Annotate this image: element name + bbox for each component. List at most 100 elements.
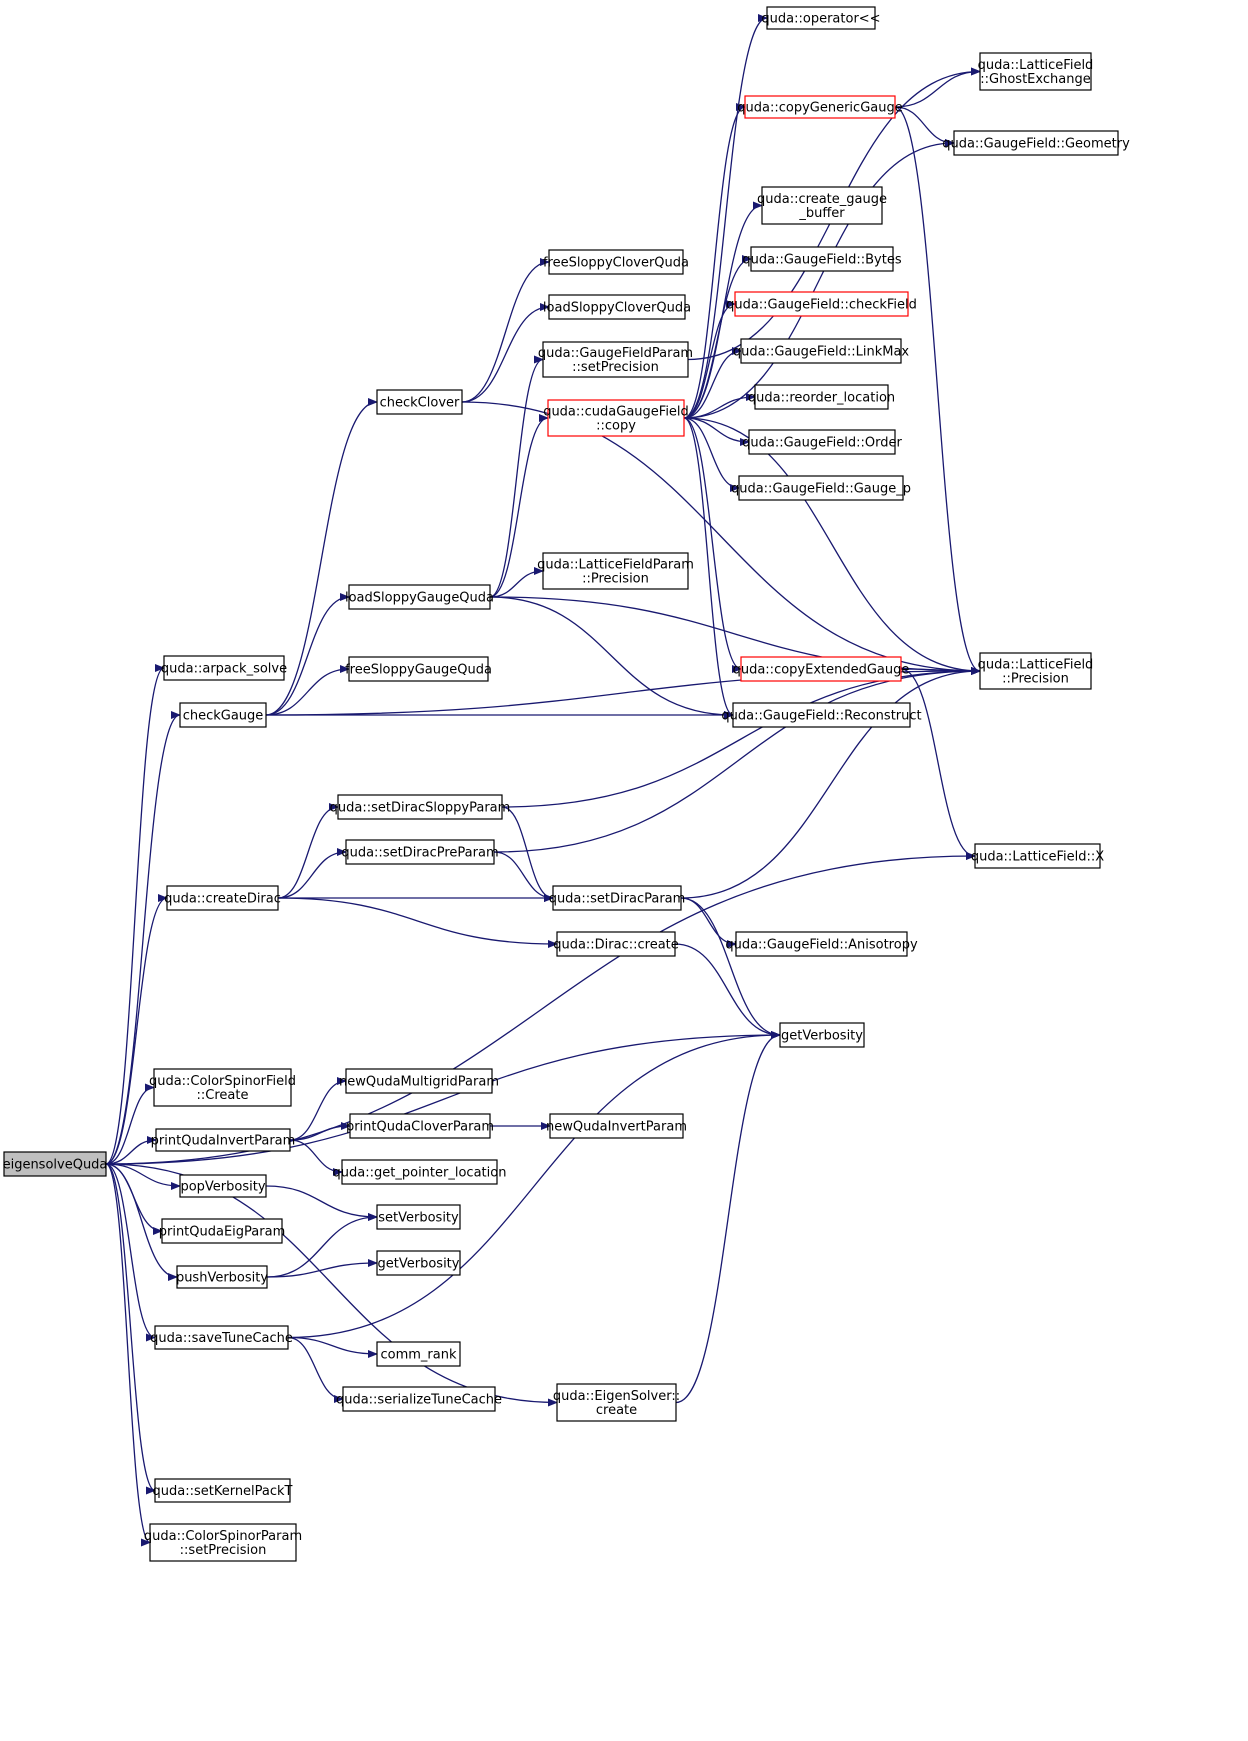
node-label: loadSloppyCloverQuda xyxy=(543,301,691,316)
node-comm-rank[interactable]: comm_rank xyxy=(376,1341,461,1367)
node-set-dirac-pre-param[interactable]: quda::setDiracPreParam xyxy=(341,839,499,865)
node-gfp-set-precision[interactable]: quda::GaugeFieldParam::setPrecision xyxy=(538,341,693,378)
node-label: quda::create_gauge xyxy=(757,192,887,207)
node-gauge-p[interactable]: quda::GaugeField::Gauge_p xyxy=(731,475,911,501)
node-print-quda-clover-param[interactable]: printQudaCloverParam xyxy=(346,1113,494,1139)
node-get-pointer-location[interactable]: quda::get_pointer_location xyxy=(333,1159,507,1185)
node-label: getVerbosity xyxy=(378,1257,460,1272)
node-get-verbosity-main[interactable]: getVerbosity xyxy=(779,1022,865,1048)
node-set-dirac-sloppy-param[interactable]: quda::setDiracSloppyParam xyxy=(330,794,511,820)
node-label: quda::copyExtendedGauge xyxy=(733,663,910,678)
edge-load-sloppy-gauge-quda-to-reconstruct xyxy=(489,596,734,719)
node-free-sloppy-clover-quda[interactable]: freeSloppyCloverQuda xyxy=(543,249,689,275)
edge-set-dirac-param-to-lf-precision xyxy=(680,667,981,899)
node-label: quda::GaugeField::LinkMax xyxy=(733,345,910,360)
node-new-quda-multigrid-param[interactable]: newQudaMultigridParam xyxy=(339,1068,499,1094)
node-anisotropy[interactable]: quda::GaugeField::Anisotropy xyxy=(725,931,918,957)
edge-eigensolve-quda-to-push-verbosity xyxy=(105,1163,178,1281)
node-box xyxy=(376,1341,461,1367)
node-reorder-location[interactable]: quda::reorder_location xyxy=(748,384,895,410)
node-new-quda-invert-param[interactable]: newQudaInvertParam xyxy=(546,1113,687,1139)
node-bytes[interactable]: quda::GaugeField::Bytes xyxy=(742,246,902,272)
node-geometry[interactable]: quda::GaugeField::Geometry xyxy=(942,130,1130,156)
node-label: quda::setDiracParam xyxy=(549,892,686,907)
node-set-kernel-pack-t[interactable]: quda::setKernelPackT xyxy=(152,1478,293,1503)
node-serialize-tune-cache[interactable]: quda::serializeTuneCache xyxy=(336,1386,502,1412)
edge-cuda-gauge-field-copy-to-check-field xyxy=(683,300,736,419)
node-check-gauge[interactable]: checkGauge xyxy=(179,702,267,728)
node-reconstruct[interactable]: quda::GaugeField::Reconstruct xyxy=(721,702,922,728)
node-load-sloppy-clover-quda[interactable]: loadSloppyCloverQuda xyxy=(543,294,691,320)
edge-cuda-gauge-field-copy-to-operator-ll xyxy=(683,14,768,419)
node-push-verbosity[interactable]: pushVerbosity xyxy=(176,1265,268,1289)
node-lfp-precision[interactable]: quda::LatticeFieldParam::Precision xyxy=(537,552,694,590)
node-box xyxy=(548,249,684,275)
node-cuda-gauge-field-copy[interactable]: quda::cudaGaugeField::copy xyxy=(543,399,689,437)
edge-load-sloppy-gauge-quda-to-lfp-precision xyxy=(489,567,544,598)
node-csf-create[interactable]: quda::ColorSpinorField::Create xyxy=(149,1068,296,1107)
node-pop-verbosity[interactable]: popVerbosity xyxy=(179,1174,267,1198)
node-lf-precision[interactable]: quda::LatticeField::Precision xyxy=(978,652,1094,690)
edge-cuda-gauge-field-copy-to-gauge-p xyxy=(683,417,740,492)
node-label: quda::LatticeField::X xyxy=(971,850,1104,865)
edge-eigensolve-quda-to-get-verbosity-main xyxy=(105,1031,781,1165)
edge-load-sloppy-gauge-quda-to-lf-precision xyxy=(489,596,981,675)
node-arpack-solve[interactable]: quda::arpack_solve xyxy=(161,655,287,681)
node-create-dirac[interactable]: quda::createDirac xyxy=(164,885,281,911)
edge-copy-generic-gauge-to-lf-precision xyxy=(894,106,981,675)
node-set-verbosity[interactable]: setVerbosity xyxy=(376,1204,461,1230)
node-order[interactable]: quda::GaugeField::Order xyxy=(742,429,903,455)
edge-cuda-gauge-field-copy-to-geometry xyxy=(683,139,955,419)
node-eigensolve-quda[interactable]: eigensolveQuda xyxy=(3,1151,108,1177)
node-box xyxy=(348,584,491,610)
node-create-gauge-buffer[interactable]: quda::create_gauge_buffer xyxy=(757,186,887,225)
node-label: quda::GaugeField::Gauge_p xyxy=(731,482,911,497)
edge-print-quda-invert-param-to-new-quda-multigrid-param xyxy=(289,1077,347,1141)
node-box xyxy=(748,429,896,455)
node-label: create xyxy=(596,1403,637,1418)
node-label: quda::EigenSolver:: xyxy=(553,1389,680,1404)
node-check-clover[interactable]: checkClover xyxy=(376,389,463,415)
node-label: ::Precision xyxy=(1002,672,1069,687)
node-ghost-exchange[interactable]: quda::LatticeField::GhostExchange xyxy=(978,52,1094,91)
node-label: quda::ColorSpinorField xyxy=(149,1074,296,1089)
node-free-sloppy-gauge-quda[interactable]: freeSloppyGaugeQuda xyxy=(345,656,492,682)
node-box xyxy=(779,1022,865,1048)
node-box xyxy=(376,389,463,415)
node-get-verbosity-small[interactable]: getVerbosity xyxy=(376,1250,461,1276)
edge-load-sloppy-gauge-quda-to-gfp-set-precision xyxy=(489,355,544,598)
edge-cuda-gauge-field-copy-to-copy-extended-gauge xyxy=(683,417,742,673)
edge-save-tune-cache-to-get-verbosity-main xyxy=(287,1031,781,1339)
node-lf-x[interactable]: quda::LatticeField::X xyxy=(971,843,1104,869)
node-label: freeSloppyGaugeQuda xyxy=(345,663,492,678)
node-operator-ll[interactable]: quda::operator<< xyxy=(761,6,881,30)
node-csp-set-precision[interactable]: quda::ColorSpinorParam::setPrecision xyxy=(144,1523,302,1562)
node-label: getVerbosity xyxy=(781,1029,863,1044)
node-check-field[interactable]: quda::GaugeField::checkField xyxy=(726,291,917,317)
node-copy-generic-gauge[interactable]: quda::copyGenericGauge xyxy=(737,95,903,119)
node-print-quda-eig-param[interactable]: printQudaEigParam xyxy=(159,1218,286,1244)
node-print-quda-invert-param[interactable]: printQudaInvertParam xyxy=(151,1128,296,1152)
node-save-tune-cache[interactable]: quda::saveTuneCache xyxy=(150,1325,293,1350)
node-set-dirac-param[interactable]: quda::setDiracParam xyxy=(549,885,686,911)
node-box xyxy=(766,6,876,30)
node-box xyxy=(547,399,685,437)
node-link-max[interactable]: quda::GaugeField::LinkMax xyxy=(733,338,910,364)
node-copy-extended-gauge[interactable]: quda::copyExtendedGauge xyxy=(733,656,910,682)
node-label: quda::GaugeField::Anisotropy xyxy=(725,938,918,953)
node-box xyxy=(552,885,682,911)
node-label: quda::LatticeField xyxy=(978,658,1094,673)
edge-set-dirac-param-to-get-verbosity-main xyxy=(680,897,781,1039)
node-label: quda::operator<< xyxy=(761,12,880,27)
node-label: ::setPrecision xyxy=(572,360,659,375)
node-load-sloppy-gauge-quda[interactable]: loadSloppyGaugeQuda xyxy=(345,584,494,610)
node-label: printQudaInvertParam xyxy=(151,1134,296,1149)
node-label: newQudaMultigridParam xyxy=(339,1075,499,1090)
node-box xyxy=(548,294,686,320)
node-eigen-solver-create[interactable]: quda::EigenSolver::create xyxy=(553,1383,680,1422)
node-dirac-create[interactable]: quda::Dirac::create xyxy=(553,931,679,957)
node-label: quda::setDiracSloppyParam xyxy=(330,801,511,816)
edge-set-dirac-sloppy-param-to-set-dirac-param xyxy=(501,806,554,902)
node-box xyxy=(176,1265,268,1289)
